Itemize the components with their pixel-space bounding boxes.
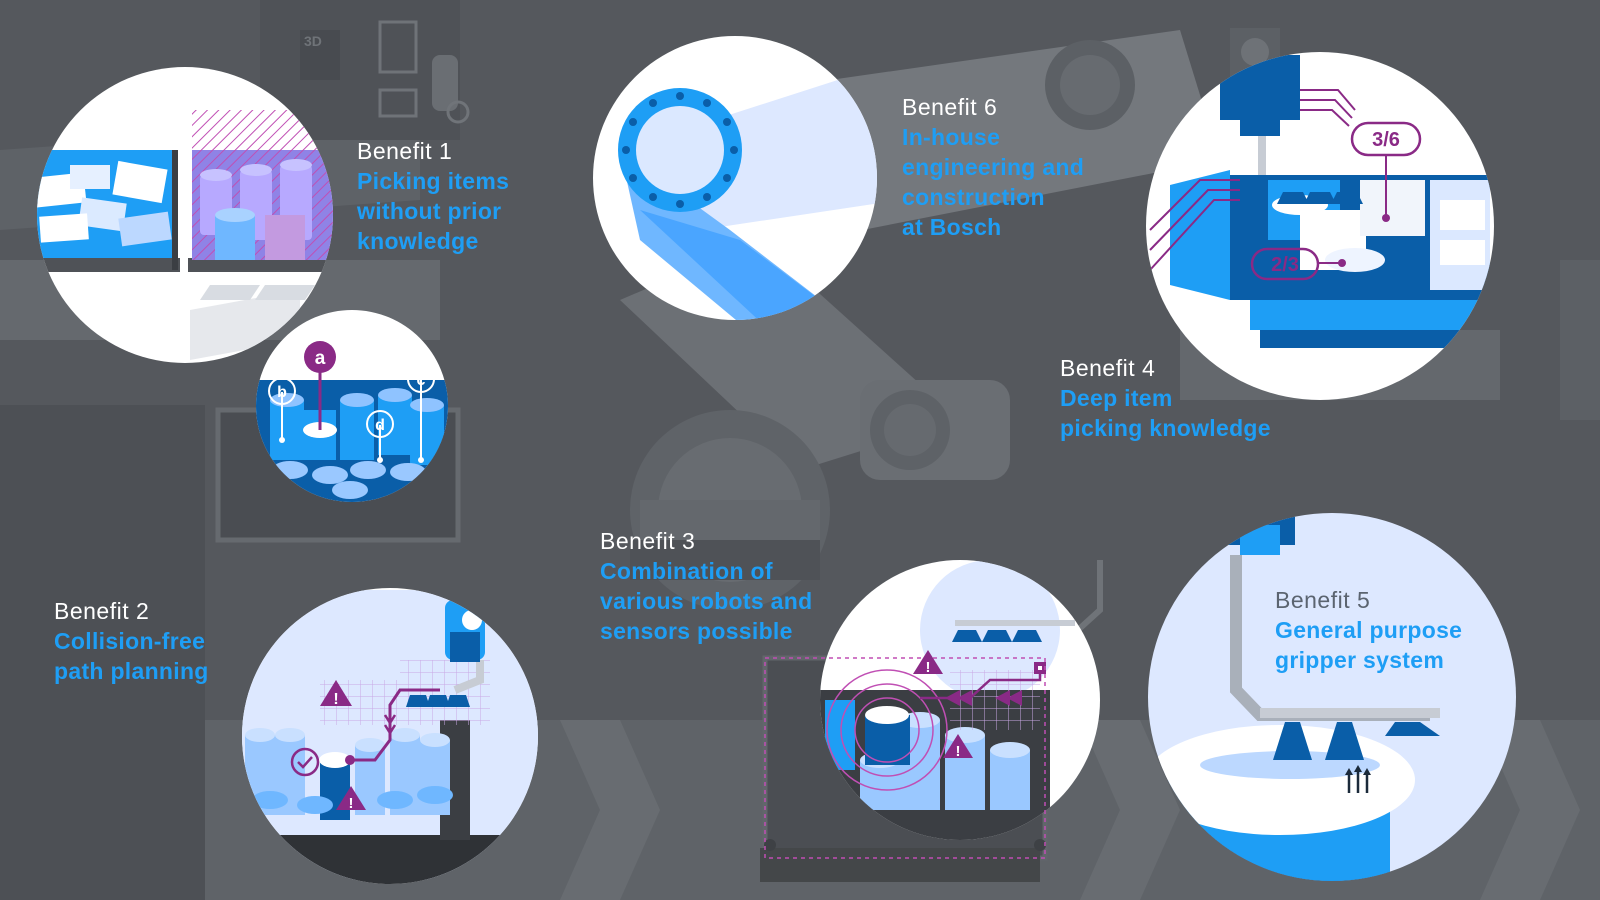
benefit-2-description: Collision-free path planning — [54, 626, 209, 686]
benefit-3: Benefit 3 Combination of various robots … — [600, 526, 812, 646]
ratio-3-6-badge — [1350, 121, 1422, 157]
ratio-2-3-label: 2/3 — [1271, 254, 1299, 276]
benefit-5-line-2: gripper system — [1275, 647, 1445, 673]
svg-text:!: ! — [926, 659, 931, 676]
marker-d-label: d — [375, 417, 385, 434]
benefit-5-number: Benefit 5 — [1275, 587, 1371, 613]
benefit-2: Benefit 2 Collision-free path planning — [54, 596, 209, 686]
ratio-2-3-badge — [1250, 247, 1320, 281]
warning-icon: ! — [943, 734, 973, 760]
marker-a-label: a — [315, 348, 326, 369]
benefit-2-line-2: path planning — [54, 658, 209, 684]
svg-text:!: ! — [956, 743, 961, 760]
benefit-5: Benefit 5 General purpose gripper system — [1275, 585, 1462, 675]
warning-icon: ! — [336, 786, 366, 812]
marker-d — [366, 410, 394, 438]
benefit-1: Benefit 1 Picking items without prior kn… — [357, 136, 509, 256]
benefit-3-description: Combination of various robots and sensor… — [600, 556, 812, 646]
benefit-6: Benefit 6 In-house engineering and const… — [902, 92, 1084, 242]
benefit-4-number: Benefit 4 — [1060, 355, 1156, 381]
benefit-4: Benefit 4 Deep item picking knowledge — [1060, 353, 1271, 443]
benefit-4-description: Deep item picking knowledge — [1060, 383, 1271, 443]
benefit-3-line-3: sensors possible — [600, 618, 793, 644]
arrow-up-icon — [1345, 765, 1371, 793]
benefit-1-number: Benefit 1 — [357, 138, 453, 164]
benefit-5-description: General purpose gripper system — [1275, 615, 1462, 675]
marker-a — [304, 341, 336, 373]
check-icon — [290, 747, 320, 777]
benefit-6-line-3: construction — [902, 184, 1045, 210]
benefit-1-line-3: knowledge — [357, 228, 479, 254]
benefit-6-line-2: engineering and — [902, 154, 1085, 180]
svg-text:!: ! — [349, 795, 354, 812]
benefit-4-line-1: Deep item — [1060, 385, 1173, 411]
benefit-6-description: In-house engineering and construction at… — [902, 122, 1084, 242]
benefit-6-number: Benefit 6 — [902, 94, 998, 120]
svg-text:!: ! — [333, 691, 338, 708]
benefit-6-line-1: In-house — [902, 124, 1001, 150]
marker-c — [407, 365, 435, 393]
illustration-benefit-3 — [764, 560, 1100, 859]
benefit-2-line-1: Collision-free — [54, 628, 206, 654]
benefit-3-number: Benefit 3 — [600, 528, 696, 554]
benefit-1-description: Picking items without prior knowledge — [357, 166, 509, 256]
illustration-benefit-5 — [1148, 513, 1516, 881]
benefit-3-line-1: Combination of — [600, 558, 773, 584]
benefit-3-line-2: various robots and — [600, 588, 813, 614]
benefit-2-number: Benefit 2 — [54, 598, 150, 624]
ratio-3-6-label: 3/6 — [1372, 129, 1400, 151]
mode-3d-label: 3D — [304, 33, 322, 49]
benefit-5-line-1: General purpose — [1275, 617, 1463, 643]
benefit-6-line-4: at Bosch — [902, 214, 1002, 240]
warning-icon: ! — [320, 680, 352, 708]
marker-b — [268, 377, 296, 405]
warning-icon: ! — [913, 650, 943, 676]
benefit-4-line-2: picking knowledge — [1060, 415, 1271, 441]
benefit-1-line-1: Picking items — [357, 168, 510, 194]
marker-c-label: c — [417, 372, 426, 389]
marker-b-label: b — [277, 384, 287, 401]
benefit-1-line-2: without prior — [357, 198, 502, 224]
